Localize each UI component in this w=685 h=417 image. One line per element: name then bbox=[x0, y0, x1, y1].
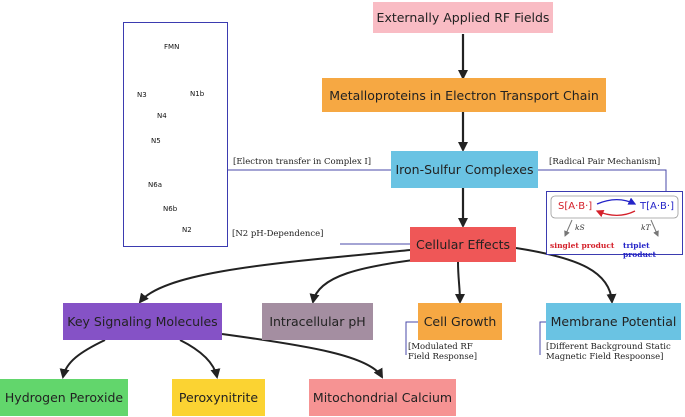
connector-radical-pair bbox=[538, 169, 667, 191]
note-modulated-rf: [Modulated RF Field Response] bbox=[408, 342, 478, 362]
complex-i-panel bbox=[123, 22, 228, 247]
cluster-label-n1b: N1b bbox=[190, 90, 205, 98]
node-peroxynitrite-label: Peroxynitrite bbox=[178, 390, 259, 405]
note-radical-pair: [Radical Pair Mechanism] bbox=[549, 157, 661, 167]
singlet-state-label: S[A·B·] bbox=[558, 201, 593, 212]
edge-cellular-to-cell-growth bbox=[454, 261, 465, 304]
node-hydrogen-peroxide: Hydrogen Peroxide bbox=[0, 379, 128, 416]
rp-arrow-to-singlet bbox=[595, 209, 636, 218]
rp-decay-singlet bbox=[564, 219, 573, 237]
fmn-label: FMN bbox=[164, 43, 180, 51]
cluster-label-n6a: N6a bbox=[148, 181, 162, 189]
cluster-label-n6b: N6b bbox=[163, 205, 178, 213]
cluster-label-n5: N5 bbox=[151, 137, 161, 145]
node-key-signaling-label: Key Signaling Molecules bbox=[67, 314, 218, 329]
node-iron-sulfur-label: Iron-Sulfur Complexes bbox=[395, 162, 534, 177]
cluster-label-n2: N2 bbox=[182, 226, 192, 234]
node-mitochondrial-calcium-label: Mitochondrial Calcium bbox=[312, 390, 453, 405]
edge-signaling-to-peroxynitrite bbox=[179, 339, 221, 379]
node-cell-growth: Cell Growth bbox=[418, 303, 502, 340]
note-electron-transfer: [Electron transfer in Complex I] bbox=[233, 157, 372, 167]
edge-cellular-to-key-signaling bbox=[138, 249, 411, 304]
cluster-label-n3: N3 bbox=[137, 91, 147, 99]
node-metalloproteins-label: Metalloproteins in Electron Transport Ch… bbox=[329, 87, 599, 103]
note-different-background: [Different Background Static Magnetic Fi… bbox=[546, 342, 671, 362]
connector-membrane-note bbox=[539, 321, 546, 355]
node-key-signaling: Key Signaling Molecules bbox=[63, 303, 222, 340]
connector-cell-growth-note bbox=[405, 321, 418, 355]
node-intracellular-ph-label: Intracellular pH bbox=[269, 314, 366, 329]
node-hydrogen-peroxide-label: Hydrogen Peroxide bbox=[4, 390, 124, 405]
edge-cellular-to-membrane-potential bbox=[515, 247, 617, 304]
node-metalloproteins: Metalloproteins in Electron Transport Ch… bbox=[322, 78, 606, 112]
rp-state-box bbox=[550, 195, 679, 219]
singlet-product-label: singlet product bbox=[550, 241, 615, 250]
node-peroxynitrite: Peroxynitrite bbox=[172, 379, 265, 416]
radical-pair-graphic bbox=[550, 195, 679, 237]
node-cellular-effects-label: Cellular Effects bbox=[415, 237, 511, 252]
node-mitochondrial-calcium: Mitochondrial Calcium bbox=[309, 379, 456, 416]
rp-decay-triplet bbox=[650, 219, 659, 237]
k-triplet-label: kT bbox=[641, 223, 651, 232]
edge-signaling-to-hydrogen-peroxide bbox=[59, 339, 106, 379]
edge-cellular-to-intracellular-ph bbox=[309, 257, 431, 304]
k-singlet-label: kS bbox=[575, 223, 585, 232]
note-n2-ph: [N2 pH-Dependence] bbox=[232, 229, 324, 239]
node-rf-fields-label: Externally Applied RF Fields bbox=[376, 10, 550, 25]
node-membrane-potential: Membrane Potential bbox=[546, 303, 681, 340]
radical-pair-panel: S[A·B·] T[A·B·] kS kT singlet product tr… bbox=[546, 191, 683, 259]
triplet-product-label: triplet product bbox=[623, 241, 656, 259]
triplet-state-label: T[A·B·] bbox=[640, 201, 674, 212]
node-cellular-effects: Cellular Effects bbox=[410, 227, 516, 262]
node-intracellular-ph: Intracellular pH bbox=[262, 303, 373, 340]
node-membrane-potential-label: Membrane Potential bbox=[550, 314, 677, 329]
rp-arrow-to-triplet bbox=[596, 197, 637, 205]
node-rf-fields: Externally Applied RF Fields bbox=[373, 2, 553, 33]
cluster-label-n4: N4 bbox=[157, 112, 167, 120]
node-cell-growth-label: Cell Growth bbox=[423, 314, 497, 329]
edge-signaling-to-mitochondrial-calcium bbox=[221, 333, 383, 379]
node-iron-sulfur: Iron-Sulfur Complexes bbox=[391, 151, 538, 188]
